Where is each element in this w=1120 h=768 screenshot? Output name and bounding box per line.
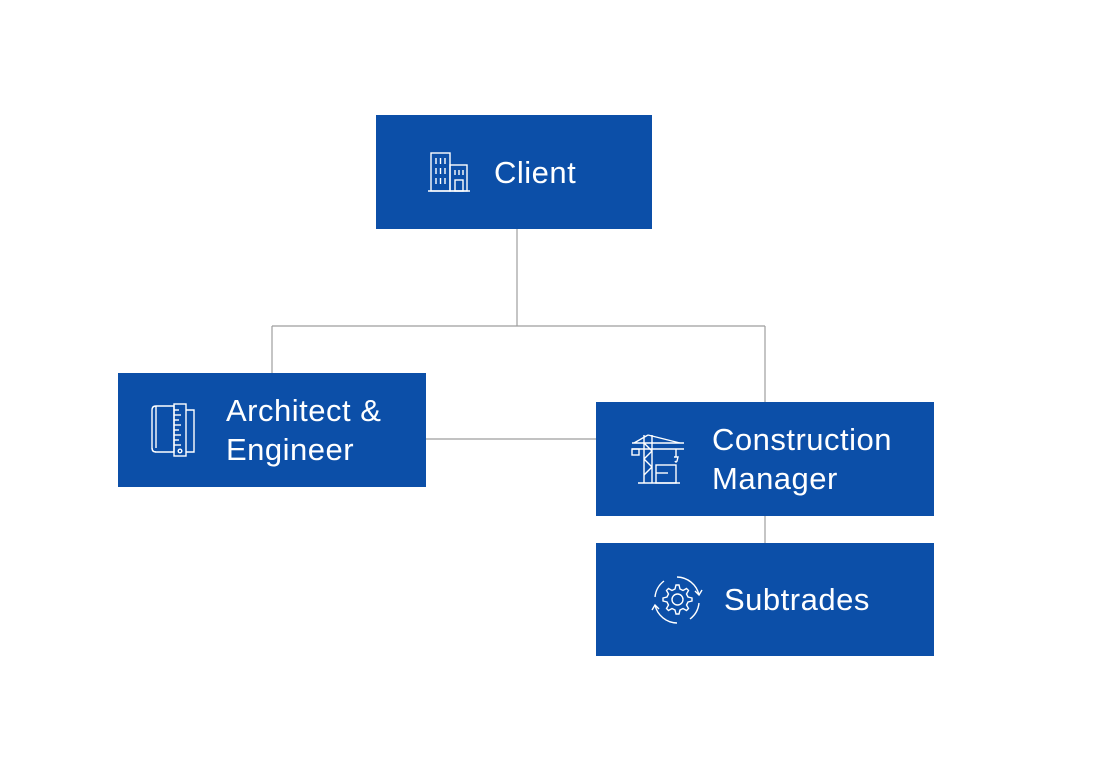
blueprint-ruler-icon [148,402,198,458]
architect-engineer-label-line-1: Architect & [226,393,382,428]
construction-manager-box: Construction Manager [596,402,934,516]
construction-manager-label: Construction Manager [712,420,892,498]
architect-engineer-label-line-2: Engineer [226,432,355,467]
construction-manager-label-line-2: Manager [712,461,838,496]
client-box: Client [376,115,652,229]
architect-engineer-label: Architect & Engineer [226,391,381,469]
subtrades-label-line: Subtrades [724,582,870,617]
tower-crane-icon [630,431,686,487]
subtrades-label: Subtrades [724,580,870,619]
office-building-icon [426,149,472,195]
client-label-line: Client [494,154,577,190]
client-label: Client [494,153,576,192]
construction-manager-label-line-1: Construction [712,422,893,457]
subtrades-box: Subtrades [596,543,934,656]
gear-cycle-icon [650,573,704,627]
architect-engineer-box: Architect & Engineer [118,373,426,487]
